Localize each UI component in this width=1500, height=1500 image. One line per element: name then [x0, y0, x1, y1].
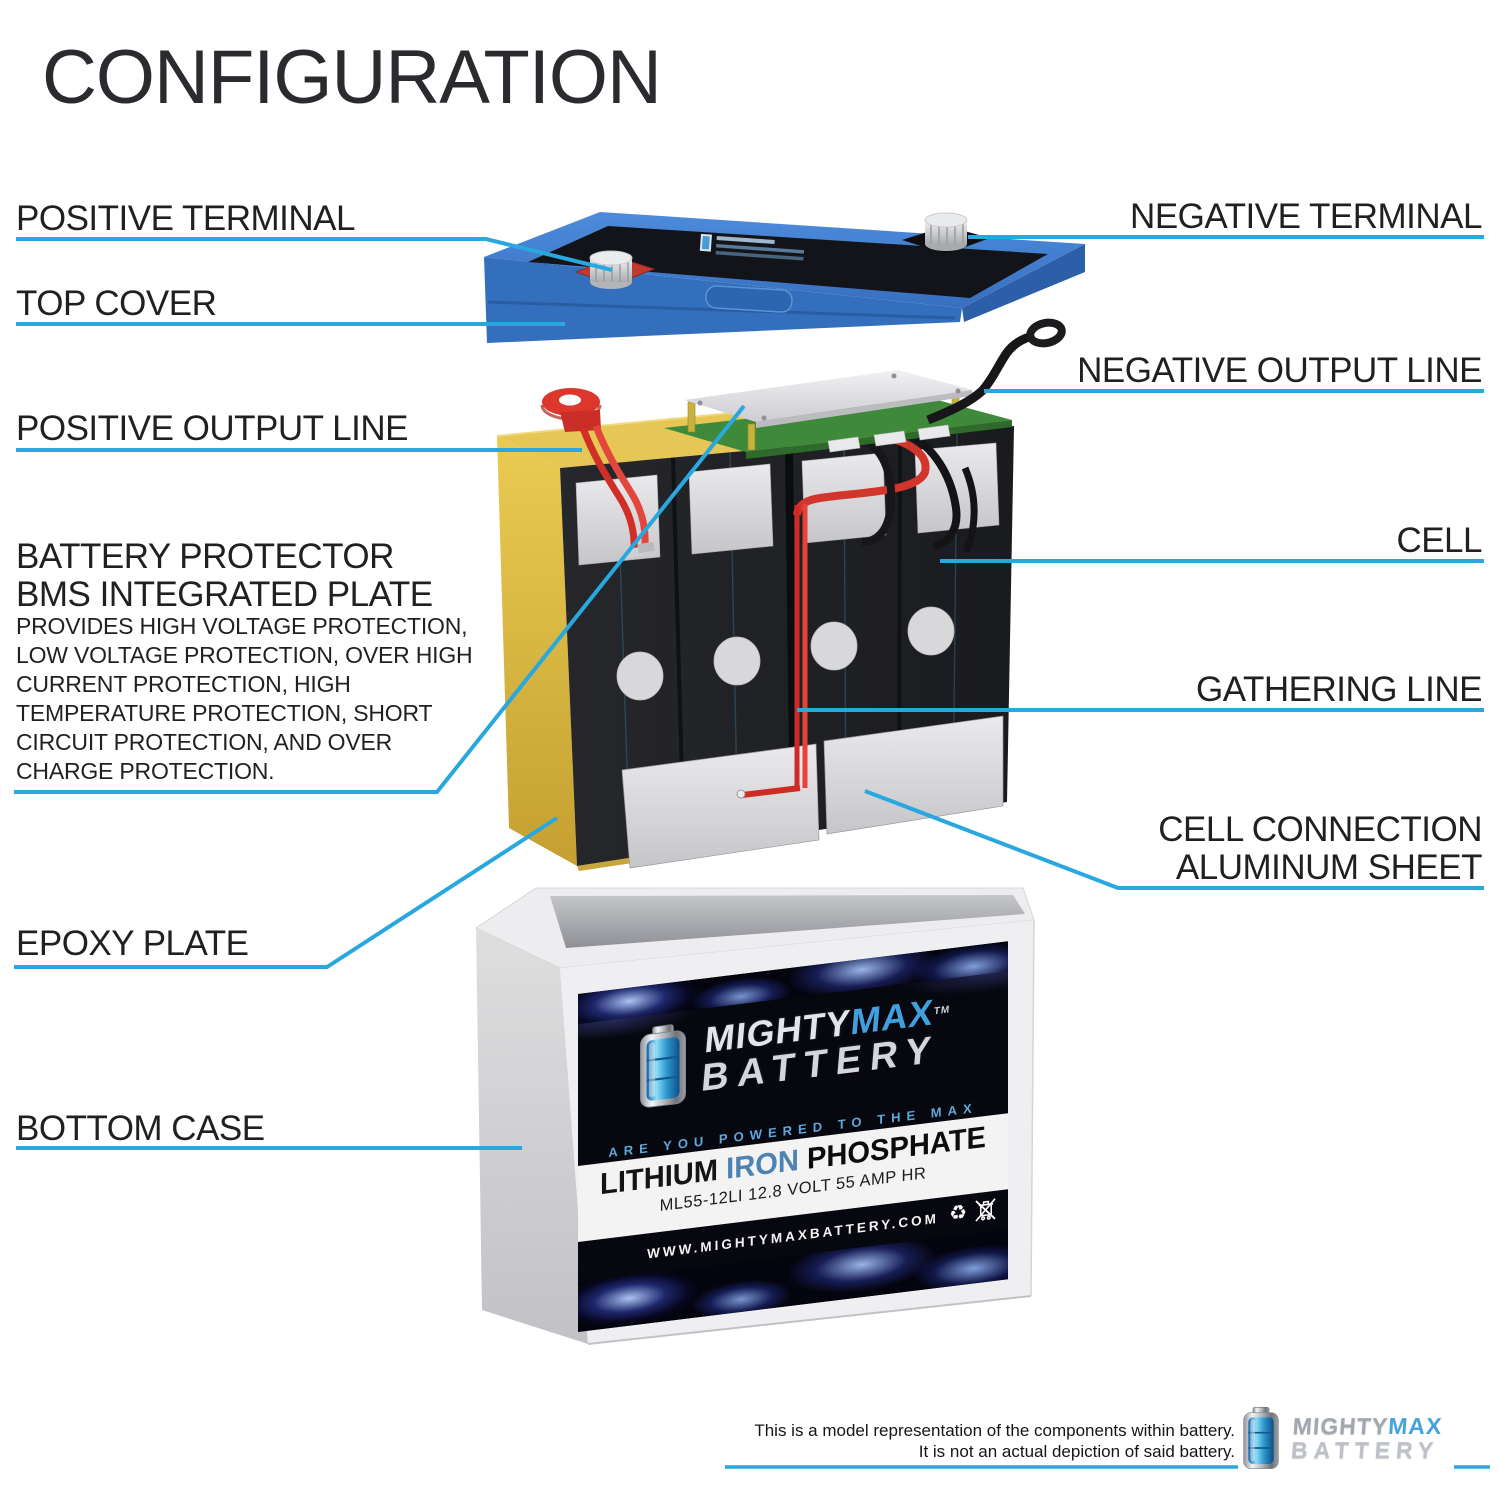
battery-logo-icon: [640, 1024, 687, 1108]
bottom-case-left-face: [476, 928, 588, 1344]
cell-top-sheets: [575, 442, 1000, 566]
cell-wires: [861, 432, 978, 554]
bms-description-line: PROVIDES HIGH VOLTAGE PROTECTION,: [16, 613, 468, 639]
top-cover-part: [484, 212, 1085, 343]
negative-terminal-post: [924, 212, 968, 251]
top-cover-seam: [487, 300, 956, 320]
cell-assembly-part: [496, 318, 1066, 871]
gathering-line-part: [736, 426, 930, 799]
callout-top-cover: TOP COVER: [16, 284, 217, 323]
leader-lines: [14, 235, 1490, 1469]
callout-negative-output-line: NEGATIVE OUTPUT LINE: [1077, 351, 1482, 390]
leader-positive-terminal: [16, 237, 613, 272]
product-label: MIGHTYMAXTM BATTERY ARE YOU POWERED TO T…: [578, 941, 1008, 1332]
top-cover-mini-logo: [699, 233, 805, 261]
negative-output-line-part: [926, 318, 1066, 425]
callout-positive-output-line: POSITIVE OUTPUT LINE: [16, 409, 408, 448]
cell-vent-circles: [616, 606, 955, 701]
bms-description-line: CIRCUIT PROTECTION, AND OVER: [16, 729, 393, 755]
disclaimer-line2: It is not an actual depiction of said ba…: [918, 1442, 1235, 1461]
callout-bottom-case: BOTTOM CASE: [16, 1109, 265, 1148]
callout-battery-protector-line1: BATTERY PROTECTOR: [16, 537, 394, 576]
bms-description-line: CURRENT PROTECTION, HIGH: [16, 671, 351, 697]
footer-disclaimer: This is a model representation of the co…: [754, 1420, 1235, 1462]
brand-wordmark: MIGHTYMAXTM BATTERY: [700, 991, 952, 1100]
bms-description-line: LOW VOLTAGE PROTECTION, OVER HIGH: [16, 642, 473, 668]
bottom-case-interior: [550, 895, 1025, 948]
footer-brand-wordmark: MIGHTYMAX BATTERY: [1290, 1413, 1444, 1463]
leader-epoxy-plate: [14, 816, 559, 969]
bms-description-line: CHARGE PROTECTION.: [16, 758, 275, 784]
callout-cell: CELL: [1396, 521, 1482, 560]
footer-brand-name: MIGHTYMAX: [1291, 1413, 1444, 1439]
crossed-bin-icon: [975, 1198, 996, 1222]
top-cover-right-face: [962, 244, 1085, 322]
callout-epoxy-plate: EPOXY PLATE: [16, 924, 249, 963]
top-cover-handle-notch: [705, 285, 793, 313]
cell-connection-aluminum-sheets: [621, 715, 1004, 869]
callout-gathering-line: GATHERING LINE: [1195, 670, 1483, 709]
callout-cell-connection-line1: CELL CONNECTION: [1158, 810, 1482, 849]
callout-positive-terminal: POSITIVE TERMINAL: [16, 199, 356, 238]
page-title: CONFIGURATION: [42, 35, 662, 120]
product-label-logo-area: MIGHTYMAXTM BATTERY ARE YOU POWERED TO T…: [578, 971, 1008, 1166]
trademark-symbol: TM: [933, 1004, 951, 1018]
bms-description-line: TEMPERATURE PROTECTION, SHORT: [16, 700, 433, 726]
bms-description: PROVIDES HIGH VOLTAGE PROTECTION, LOW VO…: [16, 612, 473, 786]
leader-bms-plate: [14, 404, 746, 794]
footer-brand-logo: MIGHTYMAX BATTERY: [1238, 1402, 1454, 1474]
callout-battery-protector-line2: BMS INTEGRATED PLATE: [16, 575, 433, 614]
recycle-icon: ♻: [949, 1200, 967, 1225]
footer-brand-battery: BATTERY: [1290, 1437, 1441, 1463]
top-cover-label-panel: [528, 226, 1048, 298]
callout-negative-terminal: NEGATIVE TERMINAL: [1130, 197, 1482, 236]
bms-integrated-plate-part: [664, 370, 1012, 459]
callout-cell-connection-line2: ALUMINUM SHEET: [1175, 848, 1483, 887]
footer-brand-mighty: MIGHTY: [1291, 1413, 1390, 1439]
disclaimer-line1: This is a model representation of the co…: [754, 1421, 1235, 1440]
leader-cell-connection: [864, 789, 1484, 890]
footer-battery-icon: [1243, 1407, 1279, 1469]
chem-iron: IRON: [726, 1143, 799, 1186]
epoxy-plate-left-face: [497, 436, 577, 866]
footer-brand-max: MAX: [1387, 1413, 1444, 1439]
website-band: WWW.MIGHTYMAXBATTERY.COM ♻: [578, 1189, 1008, 1282]
